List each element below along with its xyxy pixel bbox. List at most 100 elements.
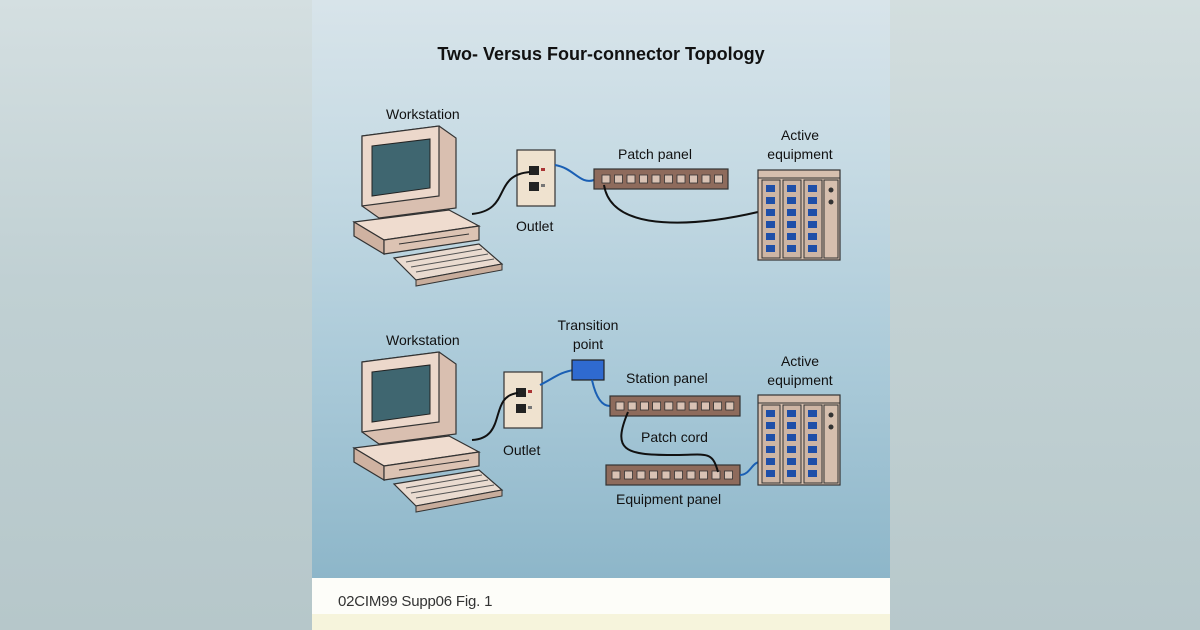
patch-panel-port [689,174,698,184]
equipment-panel-port [686,470,696,480]
equipment-panel-port [661,470,671,480]
figure-caption: 02CIM99 Supp06 Fig. 1 [338,593,493,610]
rack-port [787,233,796,240]
rack-port [808,209,817,216]
equipment-panel-port [636,470,646,480]
rack-port [787,422,796,429]
patch-panel-port [664,174,673,184]
rack-port [808,197,817,204]
equipment-panel-port [699,470,708,480]
rack-port [808,233,817,240]
transition-point-box [571,359,605,381]
rack-port [766,434,775,441]
station-panel-port [700,401,710,411]
rack-ports-bottom [766,410,817,477]
patch-panel-port [676,174,686,184]
label-active-line1-top: Active [780,127,820,143]
rack-port [808,470,817,477]
rack-port [787,410,796,417]
rack-port [766,209,775,216]
outlet-top [516,149,556,207]
workstation-computer-bottom [353,351,503,513]
label-station-panel: Station panel [626,370,708,386]
bottom-four-connector [353,351,841,513]
rack-port [787,470,796,477]
rack-ports-top [766,185,817,252]
rack-port [787,434,796,441]
equipment-panel-port [674,470,683,480]
rack-port [766,470,775,477]
rack-port [787,197,796,204]
rack-port [787,221,796,228]
topology-figure: Two- Versus Four-connector Topology [312,0,890,630]
rack-port [808,422,817,429]
patch-panel-port [601,174,611,184]
patch-panel-port [714,174,723,184]
patch-cord-top [603,184,759,224]
rack-port [808,221,817,228]
label-outlet-bottom: Outlet [503,442,541,458]
rack-port [766,221,775,228]
figure-title: Two- Versus Four-connector Topology [437,44,765,64]
label-active-equipment-top: Active equipment [760,126,840,164]
rack-port [787,458,796,465]
station-panel [609,395,741,417]
station-panel-port [615,401,625,411]
rack-port [766,458,775,465]
background-right-blur [890,0,1200,630]
rack-port [808,446,817,453]
station-panel-port [725,401,735,411]
rack-port [766,446,775,453]
horizontal-cable-bottom [539,369,575,386]
rack-port [808,185,817,192]
caption-band [312,578,890,614]
rack-port [787,209,796,216]
rack-port [808,434,817,441]
equipment-panel-port [711,470,721,480]
station-panel-port [688,401,698,411]
rack-port [766,410,775,417]
topology-diagram [353,125,841,513]
top-two-connector [353,125,841,287]
label-active-line2-top: equipment [767,146,833,162]
workstation-cable-top [471,171,531,215]
rack-port [787,245,796,252]
label-transition-line2: point [572,336,604,352]
rack-port [808,410,817,417]
label-transition-point: Transition point [548,316,628,354]
rack-port [766,197,775,204]
label-equipment-panel: Equipment panel [616,491,722,507]
rack-port [808,245,817,252]
workstation-computer-top [353,125,503,287]
equipment-panel-port [724,470,733,480]
label-workstation-bottom: Workstation [386,332,460,348]
rack-port [766,422,775,429]
patch-panel-port [626,174,636,184]
station-panel-port [713,401,723,411]
rack-port [787,446,796,453]
patch-panel-port [651,174,661,184]
rack-port [787,185,796,192]
equipment-cable-bottom [739,461,761,476]
label-active-line1-bottom: Active [780,353,820,369]
station-panel-port [676,401,686,411]
rack-port [766,233,775,240]
label-patch-panel: Patch panel [618,146,692,162]
patch-panel-port [614,174,623,184]
equipment-panel-port [624,470,633,480]
rack-port [808,458,817,465]
rack-port [766,245,775,252]
background-left-blur [0,0,312,630]
bottom-band [312,614,890,630]
workstation-cable-bottom [471,392,519,441]
transition-cable [591,379,611,407]
label-active-line2-bottom: equipment [767,372,833,388]
station-panel-port [639,401,649,411]
label-outlet-top: Outlet [516,218,554,234]
station-panel-port [627,401,637,411]
rack-port [766,185,775,192]
horizontal-cable-top [554,164,595,182]
label-transition-line1: Transition [557,317,619,333]
label-patch-cord: Patch cord [641,429,708,445]
equipment-panel-port [611,470,621,480]
